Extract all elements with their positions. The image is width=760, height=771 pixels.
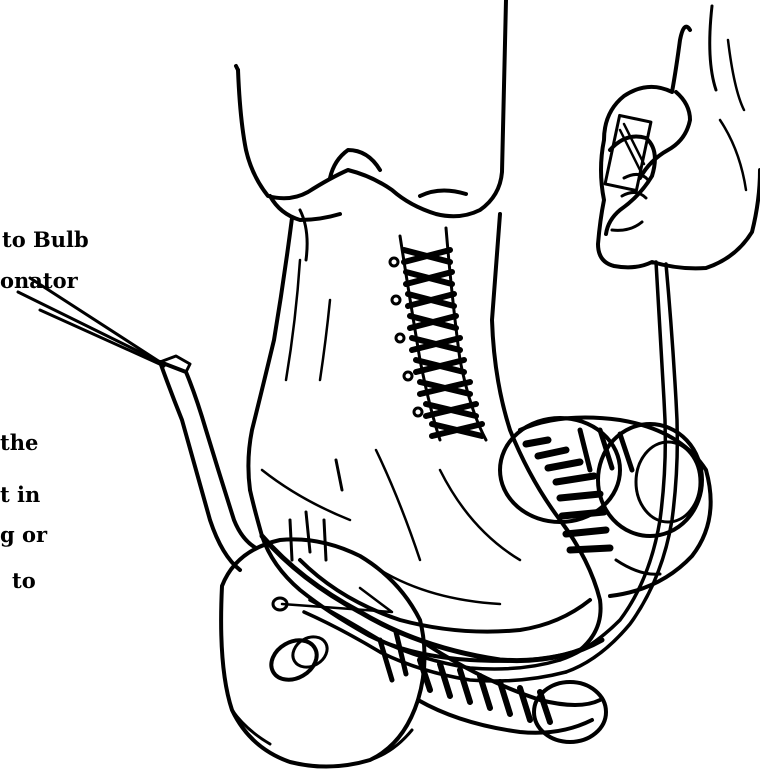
pedal-lever	[160, 356, 256, 570]
leader-lines	[18, 278, 392, 612]
hand	[598, 6, 760, 268]
label-line-1: to Bulb	[2, 229, 89, 250]
label-line-3: the	[0, 432, 38, 453]
label-line-6: to	[12, 570, 36, 591]
label-line-4: t in	[0, 484, 40, 505]
generator-drum	[500, 418, 711, 596]
label-line-2: onator	[0, 270, 78, 291]
label-line-5: g or	[0, 524, 47, 545]
trouser-leg	[236, 0, 506, 260]
